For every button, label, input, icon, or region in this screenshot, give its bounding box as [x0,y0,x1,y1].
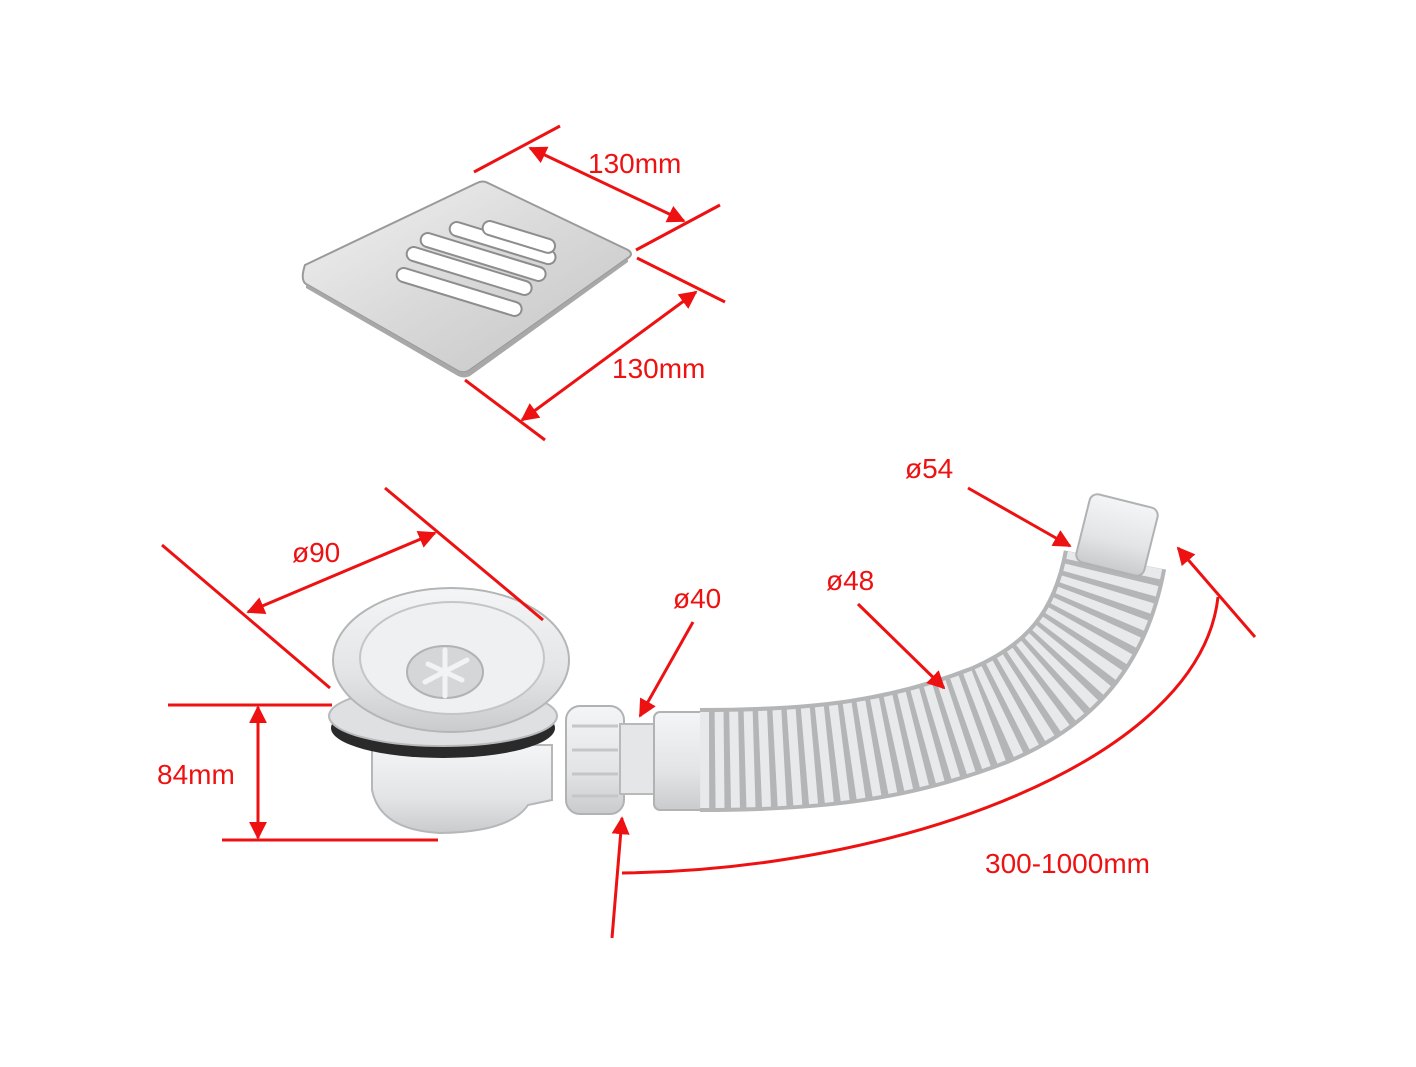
length-extension-left [610,816,630,939]
hose-end-fitting [1075,493,1159,577]
length-extension-right [1176,546,1257,638]
outlet-diameter-arrow [638,621,695,718]
strainer-vanes [422,647,470,699]
hose-diameter-label: ø48 [826,565,874,596]
hose-coupling [653,711,707,811]
grate-width-extension-right [635,203,721,252]
drain-trap-body-icon [328,587,707,835]
dimension-annotations [161,124,1257,939]
length-arc [621,596,1220,875]
body-diameter-label: ø90 [292,537,340,568]
square-grate-icon [301,180,632,378]
outlet-nut [565,705,625,815]
body-height-label: 84mm [157,759,235,790]
hose-length-label: 300-1000mm [985,848,1150,879]
body-diameter-extension-left [161,543,331,690]
end-diameter-label: ø54 [905,453,953,484]
hose-ribbing [699,550,1163,808]
grate-depth-arrow [520,290,698,422]
grate-width-extension-left [473,124,561,174]
grate-depth-extension-top [636,256,726,304]
body-diameter-arrow [246,531,437,614]
body-diameter-extension-right [384,486,544,622]
hose-diameter-arrow [856,602,946,690]
grate-depth-label: 130mm [612,353,705,384]
grate-width-label: 130mm [588,148,681,179]
flexible-hose-icon [699,493,1167,812]
grate-depth-extension-bottom [464,378,546,442]
grate-slots [395,220,557,317]
grate-width-arrow [528,146,686,223]
dimension-labels: 130mm 130mm ø90 84mm ø40 ø48 ø54 300-100… [157,148,1150,879]
trap-lower-body [371,744,553,835]
outlet-pipe [619,723,659,795]
end-diameter-arrow [967,486,1072,548]
outlet-diameter-label: ø40 [673,583,721,614]
